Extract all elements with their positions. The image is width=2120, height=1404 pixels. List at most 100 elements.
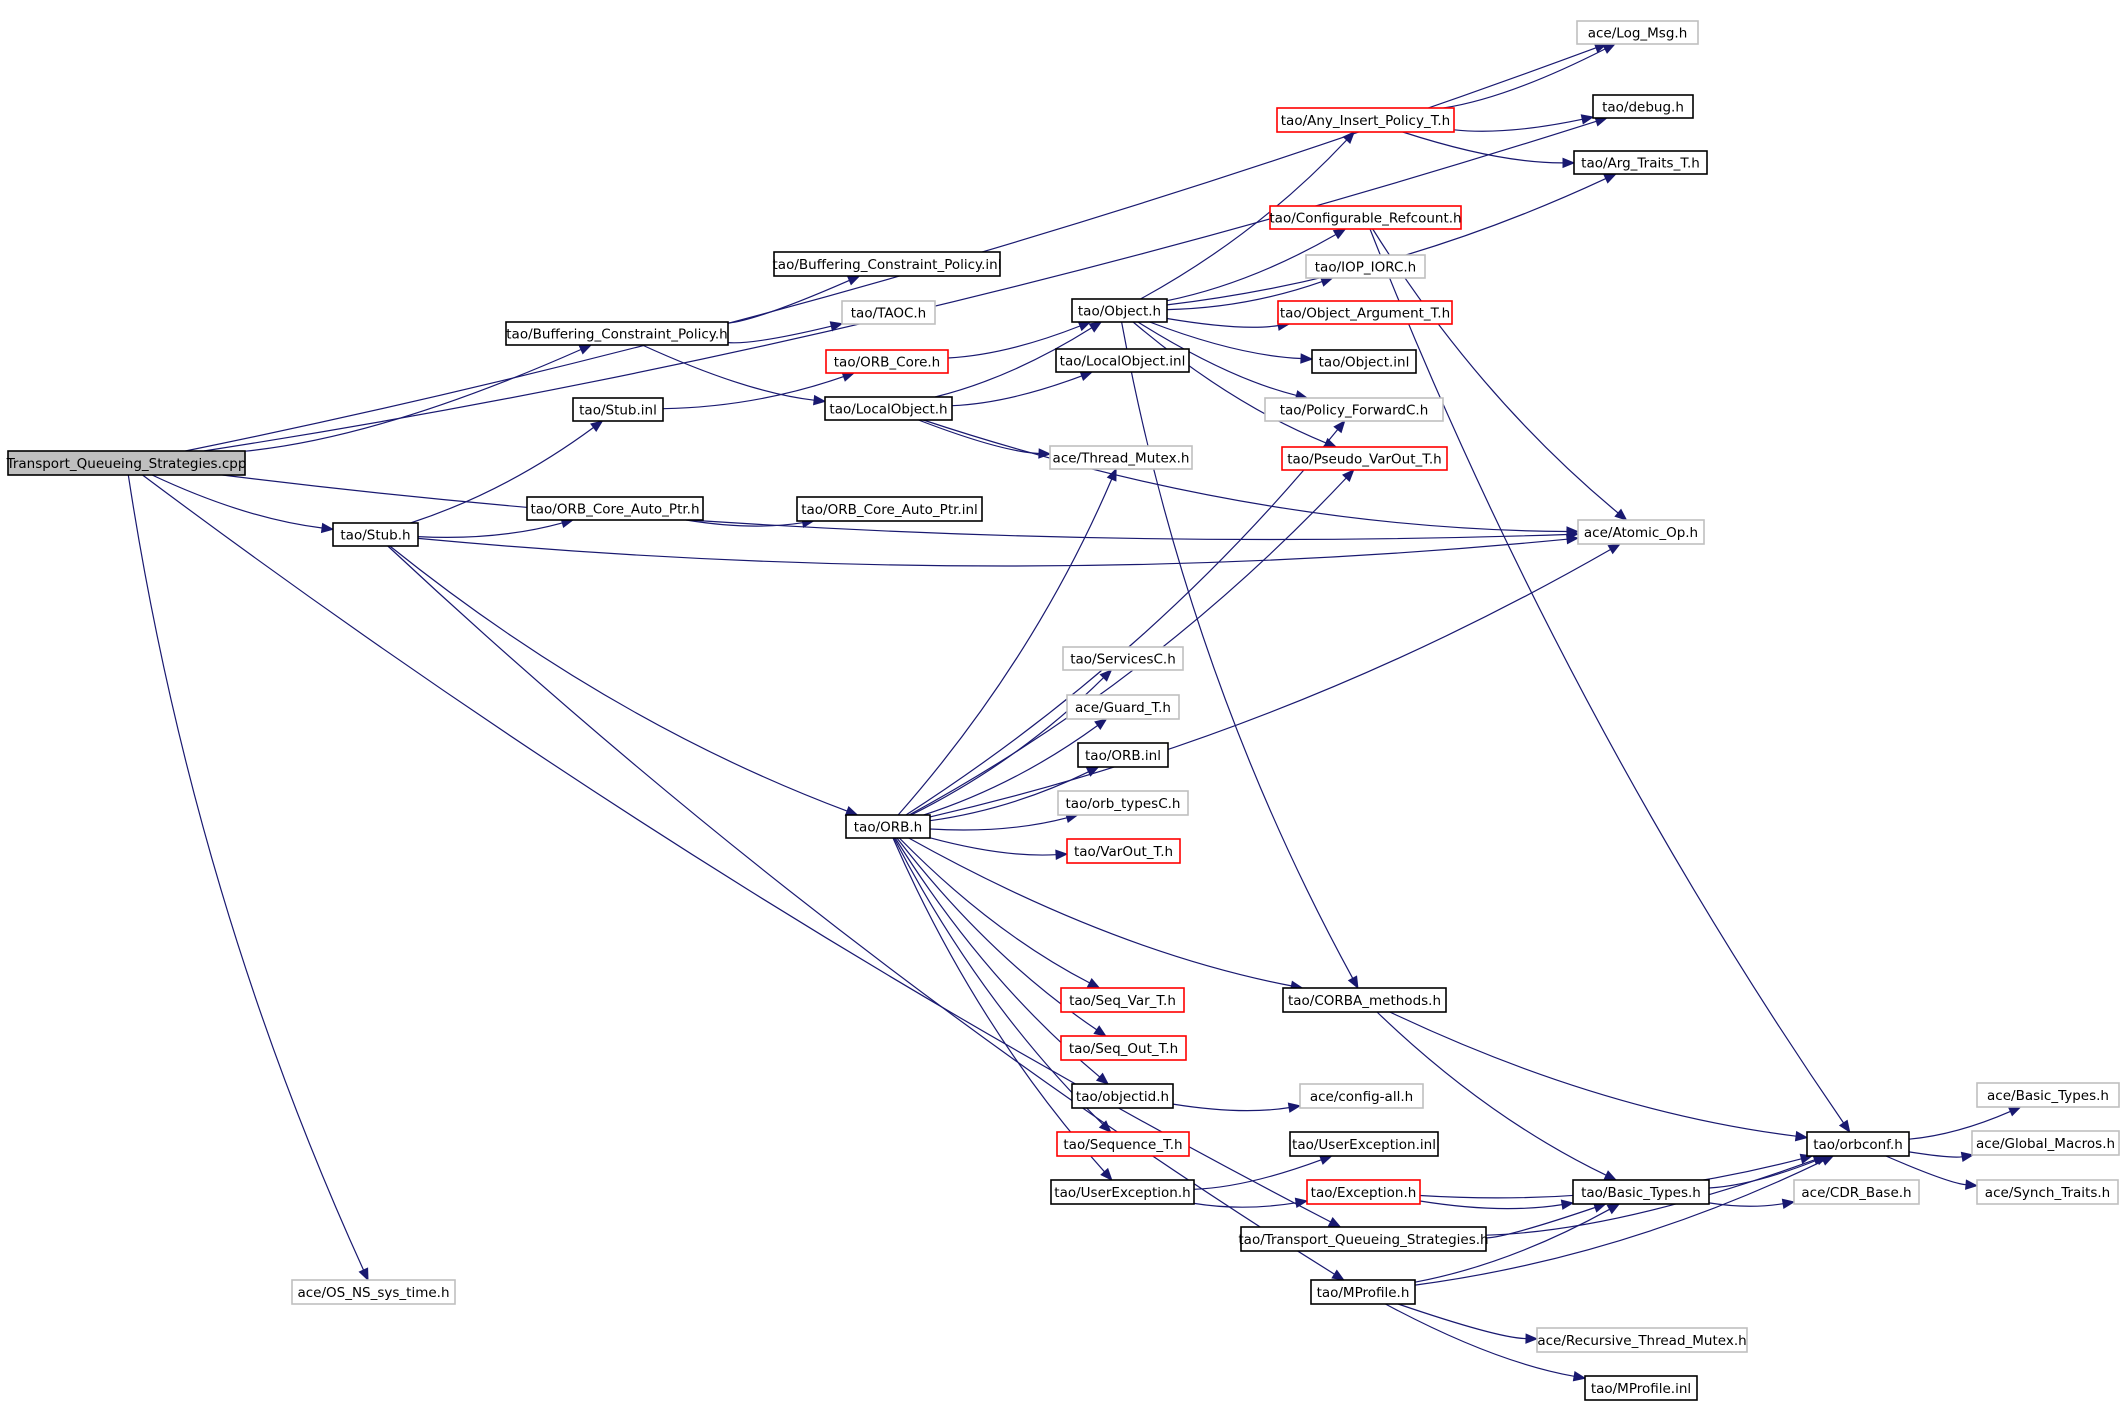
node-orb-h[interactable]: tao/ORB.h <box>845 814 931 839</box>
node-box[interactable] <box>572 397 664 422</box>
node-pseudo-varout[interactable]: tao/Pseudo_VarOut_T.h <box>1281 446 1448 471</box>
node-orb-core-auto-inl[interactable]: tao/ORB_Core_Auto_Ptr.inl <box>796 496 983 522</box>
node-exception-h[interactable]: tao/Exception.h <box>1306 1179 1421 1205</box>
node-box[interactable] <box>841 300 936 325</box>
node-box[interactable] <box>1572 1179 1710 1205</box>
node-box[interactable] <box>1049 445 1193 470</box>
node-box[interactable] <box>1264 397 1444 422</box>
node-box[interactable] <box>1057 790 1189 816</box>
node-box[interactable] <box>1066 838 1181 864</box>
node-box[interactable] <box>1976 1082 2120 1108</box>
node-box[interactable] <box>1060 1035 1187 1061</box>
node-box[interactable] <box>1576 20 1699 45</box>
node-box[interactable] <box>1299 1083 1424 1109</box>
node-box[interactable] <box>1282 987 1447 1013</box>
node-box[interactable] <box>1055 348 1190 373</box>
node-bcp-inl[interactable]: tao/Buffering_Constraint_Policy.inl <box>773 251 1002 277</box>
node-rec-thread-mutex[interactable]: ace/Recursive_Thread_Mutex.h <box>1536 1327 1748 1353</box>
node-userexc-inl[interactable]: tao/UserException.inl <box>1289 1131 1439 1157</box>
node-stub-h[interactable]: tao/Stub.h <box>332 522 419 547</box>
node-box[interactable] <box>1077 742 1169 768</box>
node-thread-mutex[interactable]: ace/Thread_Mutex.h <box>1049 445 1193 470</box>
node-iop-iorc[interactable]: tao/IOP_IORC.h <box>1305 254 1426 279</box>
node-guard[interactable]: ace/Guard_T.h <box>1066 694 1180 720</box>
node-box[interactable] <box>1311 349 1417 374</box>
node-box[interactable] <box>796 496 983 522</box>
node-corba-methods[interactable]: tao/CORBA_methods.h <box>1282 987 1447 1013</box>
node-arg-traits[interactable]: tao/Arg_Traits_T.h <box>1573 150 1708 175</box>
node-box[interactable] <box>1793 1179 1920 1205</box>
node-box[interactable] <box>1269 205 1462 230</box>
node-box[interactable] <box>1050 1179 1195 1205</box>
node-synch-traits[interactable]: ace/Synch_Traits.h <box>1976 1179 2119 1205</box>
node-bcp-h[interactable]: tao/Buffering_Constraint_Policy.h <box>505 321 729 346</box>
node-any-insert[interactable]: tao/Any_Insert_Policy_T.h <box>1276 107 1455 133</box>
node-sequence-t[interactable]: tao/Sequence_T.h <box>1056 1131 1190 1157</box>
node-conf-refcount[interactable]: tao/Configurable_Refcount.h <box>1269 205 1462 230</box>
node-box[interactable] <box>1306 1179 1421 1205</box>
node-objectid[interactable]: tao/objectid.h <box>1071 1083 1174 1109</box>
node-cdr-base[interactable]: ace/CDR_Base.h <box>1793 1179 1920 1205</box>
node-box[interactable] <box>1240 1226 1487 1252</box>
node-orbconf[interactable]: tao/orbconf.h <box>1806 1131 1910 1157</box>
node-box[interactable] <box>845 814 931 839</box>
node-root[interactable]: Transport_Queueing_Strategies.cpp <box>6 450 247 476</box>
node-box[interactable] <box>1066 694 1180 720</box>
node-box[interactable] <box>505 321 729 346</box>
node-mprofile-h[interactable]: tao/MProfile.h <box>1310 1279 1416 1305</box>
node-box[interactable] <box>1281 446 1448 471</box>
node-servicesc[interactable]: tao/ServicesC.h <box>1062 646 1184 671</box>
node-os-ns[interactable]: ace/OS_NS_sys_time.h <box>291 1279 456 1305</box>
node-log-msg[interactable]: ace/Log_Msg.h <box>1576 20 1699 45</box>
node-box[interactable] <box>1310 1279 1416 1305</box>
node-basic-types-tao[interactable]: tao/Basic_Types.h <box>1572 1179 1710 1205</box>
node-policy-fwd[interactable]: tao/Policy_ForwardC.h <box>1264 397 1444 422</box>
node-box[interactable] <box>332 522 419 547</box>
node-userexc-h[interactable]: tao/UserException.h <box>1050 1179 1195 1205</box>
node-box[interactable] <box>1806 1131 1910 1157</box>
node-config-all[interactable]: ace/config-all.h <box>1299 1083 1424 1109</box>
node-box[interactable] <box>1584 1375 1698 1401</box>
node-box[interactable] <box>526 496 704 521</box>
node-atomic-op[interactable]: ace/Atomic_Op.h <box>1577 519 1705 545</box>
node-box[interactable] <box>1976 1179 2119 1205</box>
node-box[interactable] <box>1289 1131 1439 1157</box>
node-box[interactable] <box>1971 1130 2120 1156</box>
node-seq-out[interactable]: tao/Seq_Out_T.h <box>1060 1035 1187 1061</box>
node-seq-var[interactable]: tao/Seq_Var_T.h <box>1060 987 1185 1013</box>
node-orb-core[interactable]: tao/ORB_Core.h <box>825 349 949 374</box>
node-orb-inl[interactable]: tao/ORB.inl <box>1077 742 1169 768</box>
node-box[interactable] <box>1276 107 1455 133</box>
node-basic-types-ace[interactable]: ace/Basic_Types.h <box>1976 1082 2120 1108</box>
node-box[interactable] <box>1577 519 1705 545</box>
node-global-macros[interactable]: ace/Global_Macros.h <box>1971 1130 2120 1156</box>
node-box[interactable] <box>291 1279 456 1305</box>
node-box[interactable] <box>1056 1131 1190 1157</box>
node-tqs-h[interactable]: tao/Transport_Queueing_Strategies.h <box>1238 1226 1489 1252</box>
node-debug[interactable]: tao/debug.h <box>1592 94 1694 119</box>
node-box[interactable] <box>1062 646 1184 671</box>
node-box[interactable] <box>1573 150 1708 175</box>
node-box[interactable] <box>7 450 246 476</box>
node-box[interactable] <box>1277 300 1453 325</box>
node-obj-arg[interactable]: tao/Object_Argument_T.h <box>1277 300 1453 325</box>
node-localobj-h[interactable]: tao/LocalObject.h <box>824 396 953 421</box>
node-localobj-inl[interactable]: tao/LocalObject.inl <box>1055 348 1190 373</box>
node-orb-core-auto[interactable]: tao/ORB_Core_Auto_Ptr.h <box>526 496 704 521</box>
node-box[interactable] <box>1071 1083 1174 1109</box>
node-box[interactable] <box>824 396 953 421</box>
node-stub-inl[interactable]: tao/Stub.inl <box>572 397 664 422</box>
node-varout[interactable]: tao/VarOut_T.h <box>1066 838 1181 864</box>
node-object-h[interactable]: tao/Object.h <box>1071 298 1168 323</box>
node-box[interactable] <box>773 251 1001 277</box>
node-box[interactable] <box>1592 94 1694 119</box>
node-mprofile-inl[interactable]: tao/MProfile.inl <box>1584 1375 1698 1401</box>
node-orb-typesc[interactable]: tao/orb_typesC.h <box>1057 790 1189 816</box>
node-box[interactable] <box>1060 987 1185 1013</box>
node-taoc[interactable]: tao/TAOC.h <box>841 300 936 325</box>
node-box[interactable] <box>1536 1327 1748 1353</box>
node-object-inl[interactable]: tao/Object.inl <box>1311 349 1417 374</box>
node-box[interactable] <box>1071 298 1168 323</box>
node-box[interactable] <box>825 349 949 374</box>
node-box[interactable] <box>1305 254 1426 279</box>
